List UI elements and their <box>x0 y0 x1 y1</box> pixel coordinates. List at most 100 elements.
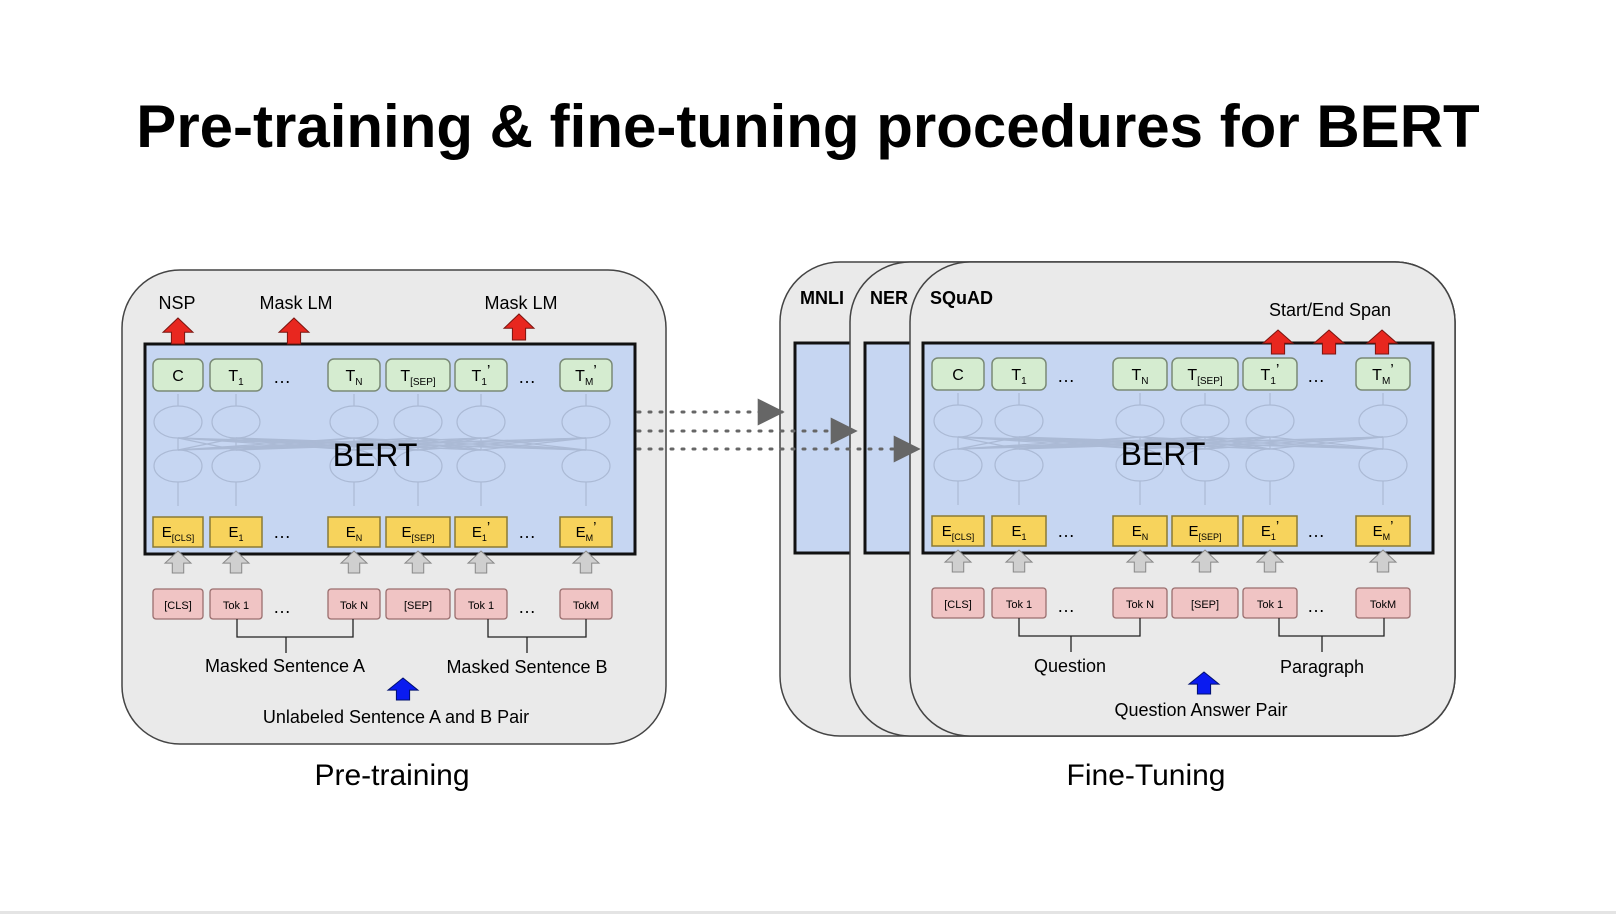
pretraining-embedding-token-label: E[SEP] <box>401 524 434 543</box>
nsp-red-arrow-icon <box>161 317 195 345</box>
finetuning-input-token-label: TokM <box>1370 599 1396 611</box>
pretraining-output-token-label: T1’ <box>472 363 491 388</box>
pretraining-embedding-token-label: EN <box>346 524 363 543</box>
finetuning-segment-b-bracket <box>1278 618 1385 637</box>
pretraining-output-token-label: C <box>172 368 184 385</box>
pretraining-model-label: BERT <box>333 437 418 473</box>
finetuning-input-ellipsis: … <box>1307 596 1325 616</box>
finetuning-output-ellipsis: … <box>1307 366 1325 386</box>
finetuning-embedding-ellipsis: … <box>1057 521 1075 541</box>
pretraining-embedding-token <box>559 516 613 548</box>
pretraining-embedding-token <box>209 516 263 548</box>
pretraining-input-token-label: TokM <box>573 600 599 612</box>
pretraining-network-edge <box>235 437 587 451</box>
unlabeled-pair-label: Unlabeled Sentence A and B Pair <box>263 707 529 727</box>
transfer-arrows <box>636 398 921 463</box>
pretraining-output-token <box>152 358 204 392</box>
pretraining-gray-up-arrow-icon <box>571 550 601 574</box>
task-panel-squad-label: SQuAD <box>930 288 993 308</box>
slide-title: Pre-training & fine-tuning procedures fo… <box>136 93 1480 160</box>
pretraining-embedding-token <box>152 516 204 548</box>
pretraining-output-ellipsis: … <box>518 367 536 387</box>
finetuning-input-token-label: Tok 1 <box>1006 599 1032 611</box>
question-answer-pair-label: Question Answer Pair <box>1114 700 1287 720</box>
pretraining-input-token <box>385 588 451 620</box>
mask-lm-label-a: Mask LM <box>259 293 332 313</box>
finetuning-embedding-token-label: E[SEP] <box>1188 523 1221 542</box>
finetuning-gray-up-arrow-icon <box>1004 549 1034 573</box>
finetuning-caption: Fine-Tuning <box>1067 759 1226 792</box>
pretraining-embedding-token <box>385 516 451 548</box>
pretraining-segment-b-bracket <box>487 619 587 638</box>
pretraining-output-token-label: TM’ <box>575 363 597 388</box>
finetuning-network-edge <box>1139 436 1384 450</box>
finetuning-network-edge <box>957 436 1020 450</box>
finetuning-embedding-token <box>1171 515 1239 547</box>
start-end-span-label: Start/End Span <box>1269 300 1391 320</box>
pretraining-gray-up-arrow-icon <box>339 550 369 574</box>
finetuning-network-lines <box>933 393 1408 505</box>
pretraining-gray-up-arrow-icon <box>466 550 496 574</box>
pretraining-input-token <box>454 588 508 620</box>
pretraining-input-token-label: Tok 1 <box>223 600 249 612</box>
finetuning-output-token-label: TN <box>1131 367 1148 387</box>
pretraining-embedding-token-label: EM’ <box>576 519 597 543</box>
pretraining-input-token-label: [SEP] <box>404 600 432 612</box>
finetuning-embedding-token <box>991 515 1047 547</box>
finetuning-output-token-label: T1’ <box>1261 362 1280 387</box>
pretraining-input-token-label: [CLS] <box>164 600 192 612</box>
finetuning-output-token <box>931 357 985 391</box>
finetuning-blue-arrow-icon <box>1187 671 1221 695</box>
finetuning-input-token-label: Tok N <box>1126 599 1154 611</box>
pretraining-output-token <box>327 358 381 392</box>
finetuning-network-edge <box>1204 436 1384 450</box>
pretraining-embedding-token-label: E1 <box>228 524 243 543</box>
finetuning-model-label: BERT <box>1121 436 1206 472</box>
finetuning-gray-up-arrow-icon <box>1368 549 1398 573</box>
finetuning-embedding-token-label: E1 <box>1011 523 1026 542</box>
finetuning-output-ellipsis: … <box>1057 366 1075 386</box>
finetuning-embedding-token <box>931 515 985 547</box>
finetuning-output-token <box>991 357 1047 391</box>
masked-sentence-b-label: Masked Sentence B <box>446 657 607 677</box>
pretraining-input-token <box>327 588 381 620</box>
pretraining-network-lines <box>153 394 611 506</box>
pretraining-output-token-label: T[SEP] <box>400 368 436 388</box>
pretraining-output-token <box>209 358 263 392</box>
pretraining-output-ellipsis: … <box>273 367 291 387</box>
pretraining-segment-a-bracket <box>236 619 354 638</box>
pretraining-input-token <box>152 588 204 620</box>
pretraining-output-token <box>385 358 451 392</box>
question-label: Question <box>1034 656 1106 676</box>
span-red-arrow-icon <box>1365 329 1399 355</box>
pretraining-output-token-label: TN <box>345 368 362 388</box>
masked-sentence-a-label: Masked Sentence A <box>205 656 365 676</box>
paragraph-label: Paragraph <box>1280 657 1364 677</box>
finetuning-output-token <box>1242 357 1298 391</box>
finetuning-output-token-label: T1 <box>1011 367 1027 387</box>
finetuning-embedding-token <box>1242 515 1298 547</box>
finetuning-embedding-token-label: EM’ <box>1373 518 1394 542</box>
finetuning-network-edge <box>1018 436 1384 450</box>
pretraining-output-token-label: T1 <box>228 368 244 388</box>
finetuning-embedding-token <box>1112 515 1168 547</box>
finetuning-embedding-token-label: EN <box>1132 523 1149 542</box>
pretraining-blue-arrow-icon <box>386 677 420 701</box>
pretraining-input-token-label: Tok 1 <box>468 600 494 612</box>
span-red-arrow-icon <box>1261 329 1295 355</box>
finetuning-embedding-token-label: E1’ <box>1261 518 1279 542</box>
pretraining-output-token <box>559 358 613 392</box>
pretraining-network-edge <box>417 437 587 451</box>
nsp-label: NSP <box>158 293 195 313</box>
finetuning-segment-a-bracket <box>1018 618 1141 637</box>
pretraining-embedding-ellipsis: … <box>273 522 291 542</box>
finetuning-network-edge <box>1269 436 1384 450</box>
pretraining-embedding-token <box>327 516 381 548</box>
finetuning-output-token-label: T[SEP] <box>1187 367 1223 387</box>
mask-lm-label-b: Mask LM <box>484 293 557 313</box>
finetuning-output-token <box>1112 357 1168 391</box>
task-panel-mnli-label: MNLI <box>800 288 844 308</box>
pretraining-input-token-label: Tok N <box>340 600 368 612</box>
